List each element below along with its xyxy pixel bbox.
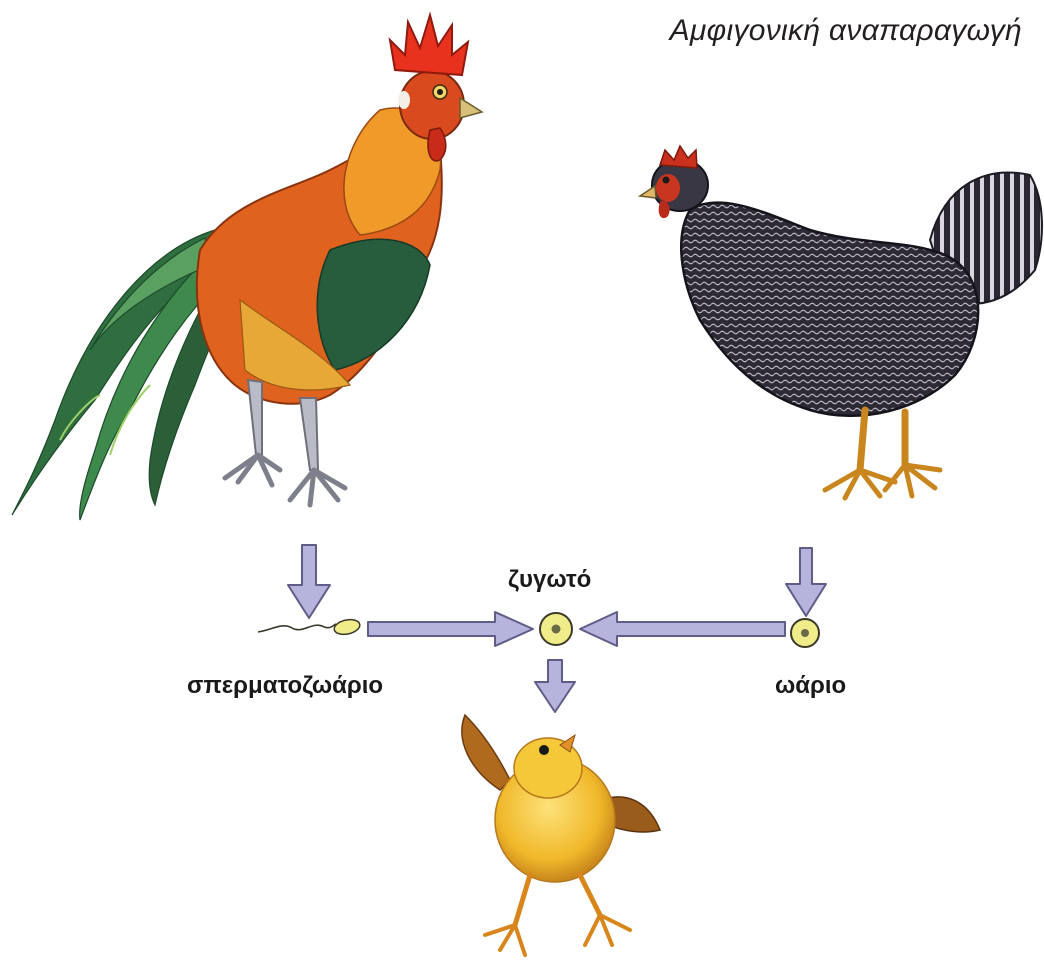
zygote-down-arrow (535, 660, 575, 712)
hen-comb (660, 146, 697, 168)
egg-label: ωάριο (775, 672, 846, 700)
sperm-to-zygote-arrow (368, 612, 533, 646)
zygote-cell (540, 613, 572, 645)
rooster-down-arrow (288, 545, 330, 618)
hen-down-arrow (786, 548, 826, 616)
hen-illustration (640, 146, 1042, 498)
sperm-label: σπερματοζωάριο (187, 672, 383, 700)
rooster-wattle (428, 128, 446, 161)
chick-legs (485, 875, 630, 955)
zygote-label: ζυγωτό (508, 566, 591, 594)
egg-to-zygote-arrow (580, 612, 785, 646)
egg-cell (791, 619, 819, 647)
chick-illustration (462, 715, 660, 955)
hen-eye (663, 177, 670, 184)
rooster-breast (317, 239, 430, 370)
hen-beak (640, 186, 656, 198)
sperm-cell (258, 617, 361, 636)
rooster-head (400, 71, 464, 139)
rooster-beak (460, 98, 482, 118)
rooster-comb (390, 15, 468, 75)
rooster-illustration (12, 15, 482, 520)
diagram-title: Αμφιγονική αναπαραγωγή (670, 14, 1022, 48)
chick-eye (539, 745, 549, 755)
chick-left-wing (462, 715, 510, 790)
hen-legs (825, 410, 940, 498)
